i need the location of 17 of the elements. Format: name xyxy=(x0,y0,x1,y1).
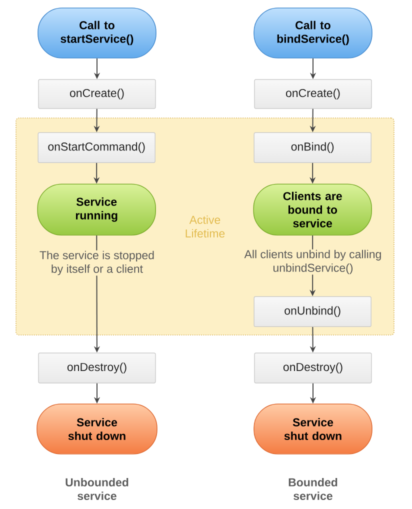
state-pill: Clients are bound to service xyxy=(253,184,372,236)
column-caption: Bounded service xyxy=(288,478,338,500)
method-box: onUnbind() xyxy=(254,296,372,327)
end-pill: Service shut down xyxy=(254,404,372,454)
state-pill: Service running xyxy=(37,184,156,236)
edge-label: All clients unbind by calling unbindService() xyxy=(244,249,382,275)
start-pill: Call to startService() xyxy=(38,8,156,58)
method-box: onCreate() xyxy=(254,79,372,109)
end-pill: Service shut down xyxy=(36,404,158,454)
method-box: onDestroy() xyxy=(254,352,372,384)
column-caption: Unbounded service xyxy=(66,478,128,500)
method-box: onCreate() xyxy=(38,79,156,109)
method-box: onBind() xyxy=(254,132,372,163)
start-pill: Call to bindService() xyxy=(254,8,372,58)
edge-label: The service is stopped by itself or a client xyxy=(38,250,156,276)
method-box: onDestroy() xyxy=(38,352,156,384)
method-box: onStartCommand() xyxy=(38,132,156,163)
